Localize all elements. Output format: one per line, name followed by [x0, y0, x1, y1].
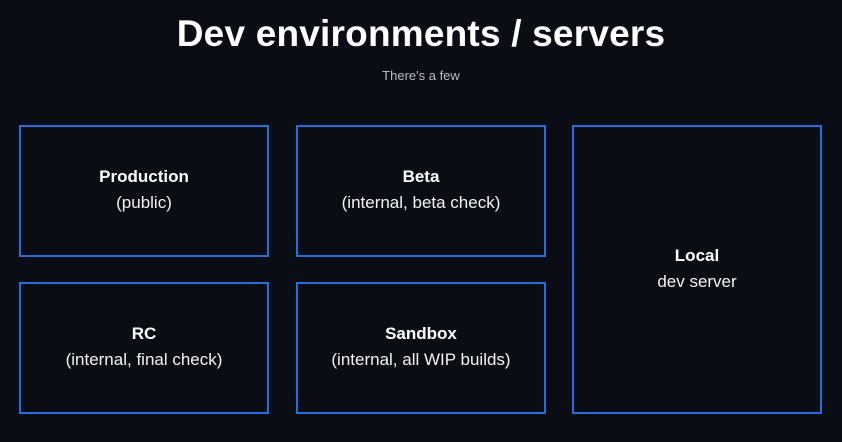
environment-box-beta: Beta (internal, beta check): [296, 125, 546, 257]
environment-description: (internal, all WIP builds): [331, 350, 511, 369]
environment-description: (public): [116, 193, 172, 212]
environment-box-local: Local dev server: [572, 125, 822, 414]
environment-description: (internal, beta check): [341, 193, 501, 212]
environment-box-sandbox: Sandbox (internal, all WIP builds): [296, 282, 546, 414]
environment-name: Local: [674, 245, 720, 265]
environment-description: (internal, final check): [65, 350, 223, 369]
environment-box-rc: RC (internal, final check): [19, 282, 269, 414]
environment-box-production: Production (public): [19, 125, 269, 257]
slide-title: Dev environments / servers: [176, 13, 666, 54]
environment-name: Beta: [402, 167, 440, 186]
environment-name: Production: [99, 167, 189, 186]
environment-name: RC: [131, 324, 157, 343]
environment-name: Sandbox: [385, 324, 457, 343]
slide-subtitle: There's a few: [382, 68, 460, 83]
environment-description: dev server: [657, 271, 737, 291]
